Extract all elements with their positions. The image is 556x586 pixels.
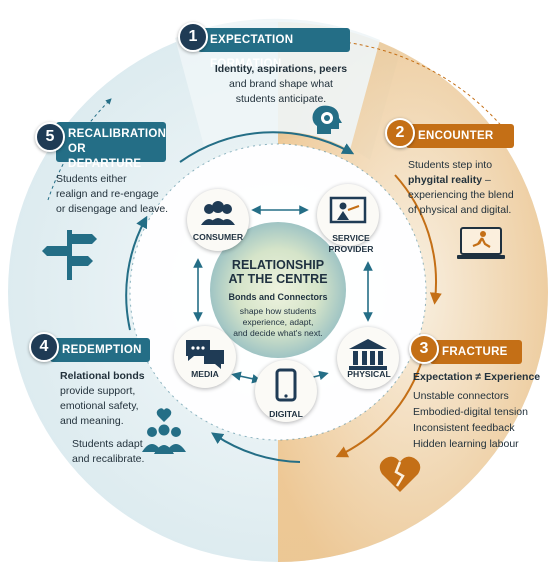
physical-label: PHYSICAL bbox=[347, 369, 391, 379]
classroom-screen-icon bbox=[329, 196, 367, 224]
stage4-line6: and recalibrate. bbox=[72, 453, 145, 465]
stage1-line2: and brand shape what bbox=[229, 78, 333, 90]
stage3-heading: Expectation ≠ Experience bbox=[413, 371, 541, 383]
stage3-item: Hidden learning labour bbox=[413, 438, 519, 450]
center-title-line2: AT THE CENTRE bbox=[228, 272, 328, 286]
stage4-line4: and meaning. bbox=[60, 415, 124, 427]
stage4-line5: Students adapt bbox=[72, 438, 143, 450]
center-desc-line2: experience, adapt, bbox=[242, 317, 314, 327]
stage4-line2: provide support, bbox=[60, 385, 136, 397]
smartphone-icon bbox=[275, 368, 297, 402]
stage5-title-line1: RECALIBRATION bbox=[68, 128, 167, 140]
stage2-line4: of physical and digital. bbox=[408, 204, 512, 216]
center-subtitle: Bonds and Connectors bbox=[228, 292, 328, 302]
media-node bbox=[174, 326, 236, 388]
segment-ring-right bbox=[278, 22, 548, 562]
stage3-item: Unstable connectors bbox=[413, 390, 509, 402]
media-label: MEDIA bbox=[191, 369, 219, 379]
stage4-line3: emotional safety, bbox=[60, 400, 139, 412]
stage3-item: Inconsistent feedback bbox=[413, 422, 515, 434]
stage5-line2: realign and re-engage bbox=[56, 188, 159, 200]
people-icon bbox=[201, 201, 235, 225]
stage3-badge: 3 bbox=[409, 334, 439, 364]
stage1-line1: Identity, aspirations, peers bbox=[214, 63, 348, 75]
head-target-icon bbox=[312, 105, 342, 134]
stage5-line3: or disengage and leave. bbox=[56, 203, 169, 215]
physical-node bbox=[337, 327, 399, 389]
center-description: shape how students experience, adapt, an… bbox=[218, 306, 338, 339]
center-title-line1: RELATIONSHIP bbox=[231, 258, 325, 272]
stage1-badge: 1 bbox=[178, 22, 208, 52]
stage3-list: Unstable connectors Embodied-digital ten… bbox=[413, 388, 543, 452]
stage3-title-banner: FRACTURE bbox=[430, 340, 522, 364]
stage2-line3: experiencing the blend bbox=[408, 189, 514, 201]
stage1-line3: students anticipate. bbox=[235, 93, 327, 105]
stage1-text: Identity, aspirations, peers and brand s… bbox=[196, 62, 366, 107]
stage3-item: Embodied-digital tension bbox=[413, 406, 528, 418]
stage2-line2-rest: – bbox=[482, 174, 491, 186]
stage2-line1: Students step into bbox=[408, 159, 493, 171]
stage5-title-banner: RECALIBRATION OR DEPARTURE bbox=[56, 122, 167, 170]
service-provider-node bbox=[317, 184, 379, 246]
stage4-text: Relational bonds provide support, emotio… bbox=[60, 369, 180, 467]
service-provider-label-line1: SERVICE bbox=[332, 233, 370, 243]
digital-node bbox=[255, 360, 317, 422]
building-icon bbox=[349, 339, 387, 370]
center-title: RELATIONSHIP AT THE CENTRE bbox=[218, 258, 338, 286]
stage5-line1: Students either bbox=[56, 173, 127, 185]
group-heart-icon bbox=[142, 408, 186, 454]
service-provider-label-line2: PROVIDER bbox=[328, 244, 374, 254]
stage4-line1: Relational bonds bbox=[60, 370, 145, 382]
stage4-title-banner: REDEMPTION bbox=[50, 338, 150, 362]
signpost-icon bbox=[42, 230, 97, 280]
laptop-runner-icon bbox=[457, 227, 505, 259]
stage5-badge: 5 bbox=[35, 122, 65, 152]
stage2-line2-bold: phygital reality bbox=[408, 174, 483, 186]
broken-heart-icon bbox=[379, 456, 421, 492]
service-provider-label: SERVICE PROVIDER bbox=[306, 233, 396, 255]
chat-bubbles-icon bbox=[186, 340, 224, 369]
stage1-title-banner: EXPECTATION FORMATION bbox=[198, 28, 350, 70]
consumer-node bbox=[187, 189, 249, 251]
stage2-text: Students step into phygital reality – ex… bbox=[408, 158, 538, 218]
digital-label: DIGITAL bbox=[269, 409, 303, 419]
stage2-title-banner: ENCOUNTER bbox=[406, 124, 514, 148]
stage2-badge: 2 bbox=[385, 118, 415, 148]
consumer-label: CONSUMER bbox=[192, 232, 244, 242]
center-desc-line3: and decide what's next. bbox=[233, 328, 323, 338]
center-desc-line1: shape how students bbox=[239, 306, 317, 316]
stage4-badge: 4 bbox=[29, 332, 59, 362]
center-circle bbox=[210, 222, 346, 358]
stage5-title-line2: OR DEPARTURE bbox=[68, 143, 142, 170]
stage5-text: Students either realign and re-engage or… bbox=[56, 172, 176, 217]
